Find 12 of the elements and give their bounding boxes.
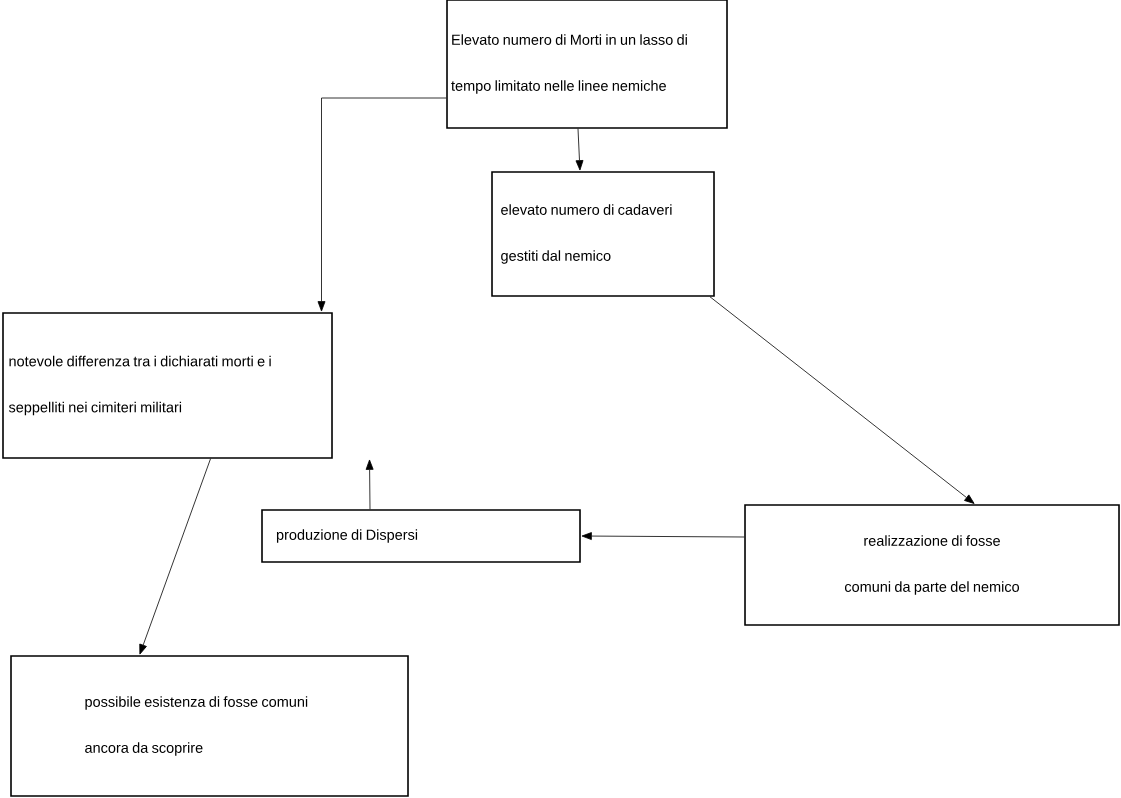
arrow bbox=[317, 97, 447, 312]
arrow bbox=[709, 296, 975, 504]
process-box: notevole differenza tra i dichiarati morti e i seppelliti nei cimiteri militari bbox=[2, 312, 333, 459]
arrow bbox=[139, 458, 211, 655]
arrow bbox=[581, 532, 745, 540]
process-box: produzione di Dispersi bbox=[261, 509, 581, 563]
arrow bbox=[365, 459, 374, 510]
process-box: realizzazione di fosse comuni da parte del nemico bbox=[744, 504, 1120, 626]
process-box: Elevato numero di Morti in un lasso di tempo limitato nelle linee nemiche bbox=[446, 0, 728, 129]
process-box: elevato numero di cadaveri gestiti dal nemico bbox=[491, 171, 715, 297]
process-box: possibile esistenza di fosse comuni ancora da scoprire bbox=[10, 655, 409, 797]
arrow bbox=[575, 128, 584, 171]
